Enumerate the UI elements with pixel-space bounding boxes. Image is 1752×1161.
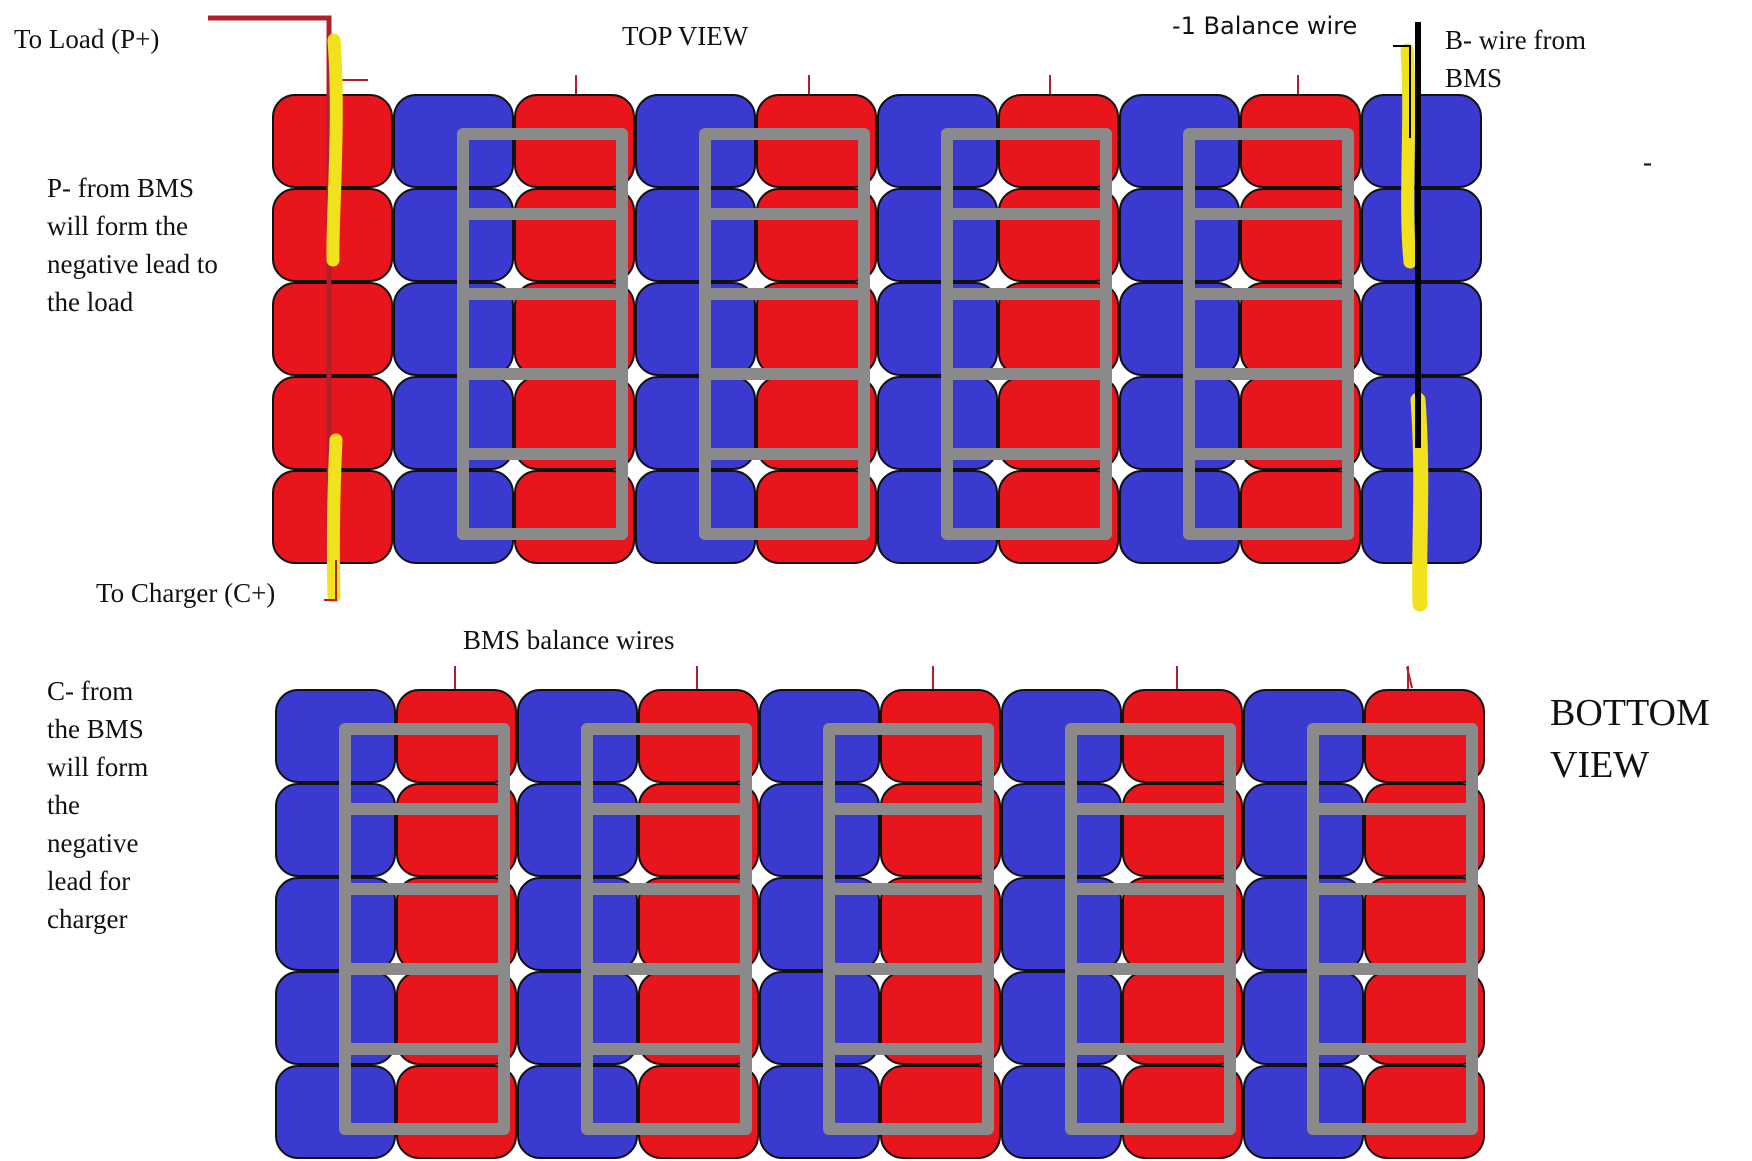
nickel-strip [1183, 128, 1354, 540]
cell [1364, 689, 1485, 783]
nickel-strip [1307, 723, 1478, 1135]
load-positive-lead [208, 15, 332, 560]
cell [759, 971, 880, 1065]
cell [759, 783, 880, 877]
cell [272, 282, 393, 376]
cell [275, 689, 396, 783]
wiring [208, 15, 1429, 689]
stray-dash-mark: - [1643, 147, 1652, 177]
bottom-view-title: BOTTOM VIEW [1550, 692, 1710, 786]
cell [759, 1065, 880, 1159]
cell [1361, 94, 1482, 188]
cell [517, 877, 638, 971]
cell [759, 877, 880, 971]
cell [1001, 689, 1122, 783]
cell [517, 783, 638, 877]
cell [635, 470, 756, 564]
cell [1001, 783, 1122, 877]
cell [1119, 282, 1240, 376]
top-view-title: TOP VIEW [622, 21, 749, 51]
cell [1240, 94, 1361, 188]
cell [877, 188, 998, 282]
cell [275, 783, 396, 877]
p-minus-label: P- from BMS will form the negative lead … [47, 173, 218, 317]
balance-wire-label: -1 Balance wire [1172, 12, 1358, 40]
cell [877, 282, 998, 376]
strip-frame [581, 723, 752, 1135]
cell [514, 94, 635, 188]
balance-wire-pointer [1393, 45, 1411, 138]
strip-frame [1307, 723, 1478, 1135]
nickel-strip [1065, 723, 1236, 1135]
strip-frame [339, 723, 510, 1135]
cell [1119, 94, 1240, 188]
cell [1243, 971, 1364, 1065]
cell [1119, 188, 1240, 282]
cell [1001, 877, 1122, 971]
charger-lead-tick [324, 560, 337, 601]
cell [396, 689, 517, 783]
strip-frame [1065, 723, 1236, 1135]
cell [880, 689, 1001, 783]
cell [1001, 1065, 1122, 1159]
cell [1361, 188, 1482, 282]
cell [393, 470, 514, 564]
cell [1001, 971, 1122, 1065]
nickel-strip [699, 128, 870, 540]
cell [877, 94, 998, 188]
cell [877, 470, 998, 564]
cell [393, 376, 514, 470]
cell [275, 1065, 396, 1159]
cell [275, 877, 396, 971]
cell [998, 94, 1119, 188]
strip-frame [457, 128, 628, 540]
cell [638, 689, 759, 783]
cell [1243, 877, 1364, 971]
to-charger-label: To Charger (C+) [96, 578, 276, 608]
cell [635, 376, 756, 470]
cell [517, 971, 638, 1065]
cell [635, 94, 756, 188]
strip-frame [1183, 128, 1354, 540]
cell [393, 282, 514, 376]
c-minus-label: C- from the BMS will form the negative l… [47, 676, 149, 934]
nickel-strip [581, 723, 752, 1135]
cell [1361, 282, 1482, 376]
cell [877, 376, 998, 470]
cell [275, 971, 396, 1065]
bms-balance-wires-label: BMS balance wires [463, 625, 675, 655]
strip-frame [823, 723, 994, 1135]
cell [756, 94, 877, 188]
cell [759, 689, 880, 783]
cell [635, 282, 756, 376]
balance-tab-last [1406, 666, 1413, 689]
cell [393, 94, 514, 188]
charger-lead-lower [326, 433, 343, 603]
nickel-strip [823, 723, 994, 1135]
cell [1243, 689, 1364, 783]
nickel-strip [339, 723, 510, 1135]
b-minus-lead-upper [1400, 43, 1417, 269]
cell [517, 689, 638, 783]
cell [1119, 470, 1240, 564]
top-view-cell-pack [272, 75, 1482, 564]
bottom-view-cell-pack [275, 666, 1485, 1159]
cell [1122, 689, 1243, 783]
charger-lead-upper [326, 33, 343, 267]
nickel-strip [941, 128, 1112, 540]
cell [635, 188, 756, 282]
strip-frame [699, 128, 870, 540]
b-minus-label: B- wire from BMS [1445, 25, 1586, 93]
cell [1243, 783, 1364, 877]
cell [393, 188, 514, 282]
cell [1119, 376, 1240, 470]
strip-frame [941, 128, 1112, 540]
cell [517, 1065, 638, 1159]
nickel-strip [457, 128, 628, 540]
to-load-label: To Load (P+) [14, 24, 160, 54]
cell [1243, 1065, 1364, 1159]
